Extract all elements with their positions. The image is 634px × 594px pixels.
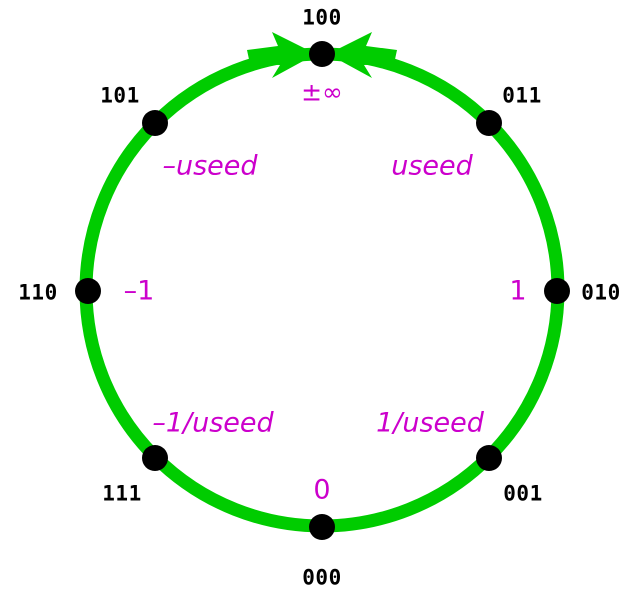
node-dot-101[interactable] xyxy=(142,110,168,136)
bits-label-000: 000 xyxy=(302,565,342,590)
arrow-right-to-top xyxy=(328,32,397,78)
value-label-plus-minus-infinity: ±∞ xyxy=(301,77,343,107)
value-label-minus-one: –1 xyxy=(123,275,155,307)
node-dot-001[interactable] xyxy=(476,445,502,471)
value-label-minus-useed: –useed xyxy=(162,150,258,182)
bits-label-010: 010 xyxy=(581,280,621,305)
value-label-useed: useed xyxy=(391,150,473,182)
bits-label-101: 101 xyxy=(100,83,140,108)
bits-label-111: 111 xyxy=(102,481,142,506)
value-label-one: 1 xyxy=(509,275,527,307)
node-dot-011[interactable] xyxy=(476,110,502,136)
bits-label-011: 011 xyxy=(502,83,542,108)
bits-label-001: 001 xyxy=(503,481,543,506)
node-dot-111[interactable] xyxy=(142,445,168,471)
node-dot-100[interactable] xyxy=(309,41,335,67)
bits-label-100: 100 xyxy=(302,5,342,30)
value-label-minus-one-over-useed: –1/useed xyxy=(152,407,274,439)
value-label-one-over-useed: 1/useed xyxy=(376,407,484,439)
bits-label-110: 110 xyxy=(18,280,58,305)
node-dot-010[interactable] xyxy=(544,278,570,304)
value-label-zero: 0 xyxy=(313,474,331,506)
node-dots-group xyxy=(75,41,570,540)
arrow-left-to-top xyxy=(247,32,316,78)
node-dot-000[interactable] xyxy=(309,514,335,540)
node-dot-110[interactable] xyxy=(75,278,101,304)
